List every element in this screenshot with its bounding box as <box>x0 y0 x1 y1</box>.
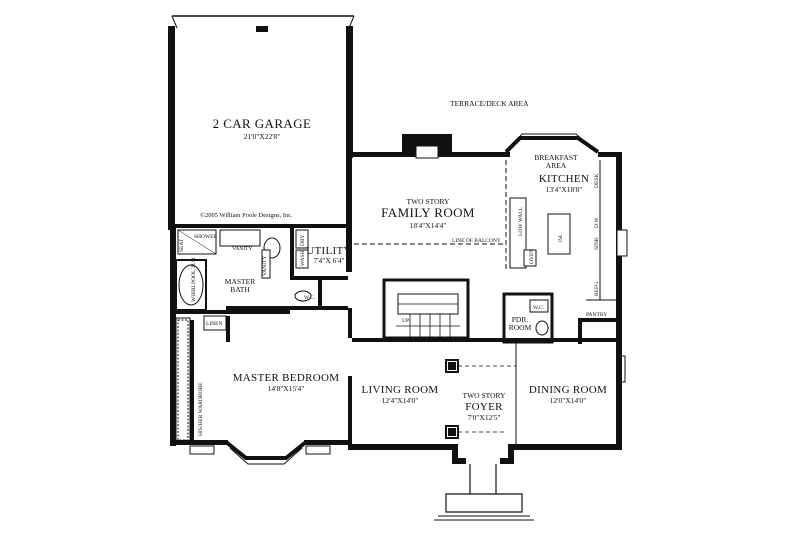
desk-label: DESK <box>594 174 600 188</box>
oven-label: OVEN <box>529 249 535 264</box>
front-walls <box>348 340 622 521</box>
garage-walls <box>168 15 355 230</box>
master-bedroom-name: MASTER BEDROOM <box>233 372 340 384</box>
linen-label: LINEN <box>206 321 223 327</box>
copyright-label: ©2005 William Poole Designs, Inc. <box>200 212 293 219</box>
bath-utility-walls <box>170 224 348 316</box>
wash-label: WASH <box>300 250 306 266</box>
living-dim: 12'4"X14'0" <box>382 396 419 405</box>
wc-pdr-label: W.C. <box>533 305 545 311</box>
breakfast-line2: AREA <box>546 161 567 170</box>
wc-bath-label: W.C. <box>304 295 316 301</box>
breakfast-line1: BREAKFAST <box>534 153 578 162</box>
garage-name: 2 CAR GARAGE <box>213 116 312 131</box>
whirlpool-label: WHIRLPOOL TUB <box>191 257 197 302</box>
dining-name: DINING ROOM <box>529 384 607 396</box>
low-wall-label: LOW WALL <box>518 206 524 236</box>
utility-dim: 7'4"X 6'4" <box>313 256 344 265</box>
foyer-line1: TWO STORY <box>463 391 507 400</box>
garage-dim: 21'0"X22'8" <box>244 132 281 141</box>
utility-name: UTILITY <box>306 245 351 257</box>
master-bath-line1: MASTER <box>225 277 255 286</box>
stair-walls <box>352 278 620 344</box>
master-bedroom-walls <box>170 306 352 465</box>
powder-line1: PDR. <box>512 315 529 324</box>
living-name: LIVING ROOM <box>362 384 439 396</box>
kitchen-dim: 13'4"X18'8" <box>546 185 583 194</box>
sink-label: SINK <box>594 237 600 250</box>
kitchen-name: KITCHEN <box>539 173 589 185</box>
line-of-balcony-label: LINE OF BALCONY <box>452 238 501 244</box>
master-bath-line2: BATH <box>230 285 250 294</box>
family-line1: TWO STORY <box>407 197 451 206</box>
pantry-label: PANTRY <box>586 312 607 318</box>
seat-label: SEAT <box>179 238 185 252</box>
powder-line2: ROOM <box>509 323 532 332</box>
vanity-v-label: VANITY <box>262 256 268 276</box>
isl-label: ISL <box>558 233 564 242</box>
dw-label: D.W. <box>594 216 600 228</box>
family-dim: 18'4"X14'4" <box>410 221 447 230</box>
foyer-line2: FOYER <box>465 401 503 413</box>
terrace-label: TERRACE/DECK AREA <box>450 99 529 108</box>
refg-label: REFG. <box>594 280 600 296</box>
foyer-dim: 7'0"X12'5" <box>468 413 501 422</box>
wardrobe-label: HIS/HER WARDROBE <box>198 382 204 436</box>
dining-dim: 12'0"X14'0" <box>550 396 587 405</box>
shower-label: SHOWER <box>194 234 218 240</box>
master-bedroom-dim: 14'8"X15'4" <box>268 384 305 393</box>
dry-label: DRY <box>300 235 306 246</box>
family-kitchen-walls <box>346 133 628 383</box>
up-label: UP <box>402 318 409 324</box>
family-line2: FAMILY ROOM <box>381 205 475 220</box>
vanity-h-label: VANITY <box>232 246 252 252</box>
